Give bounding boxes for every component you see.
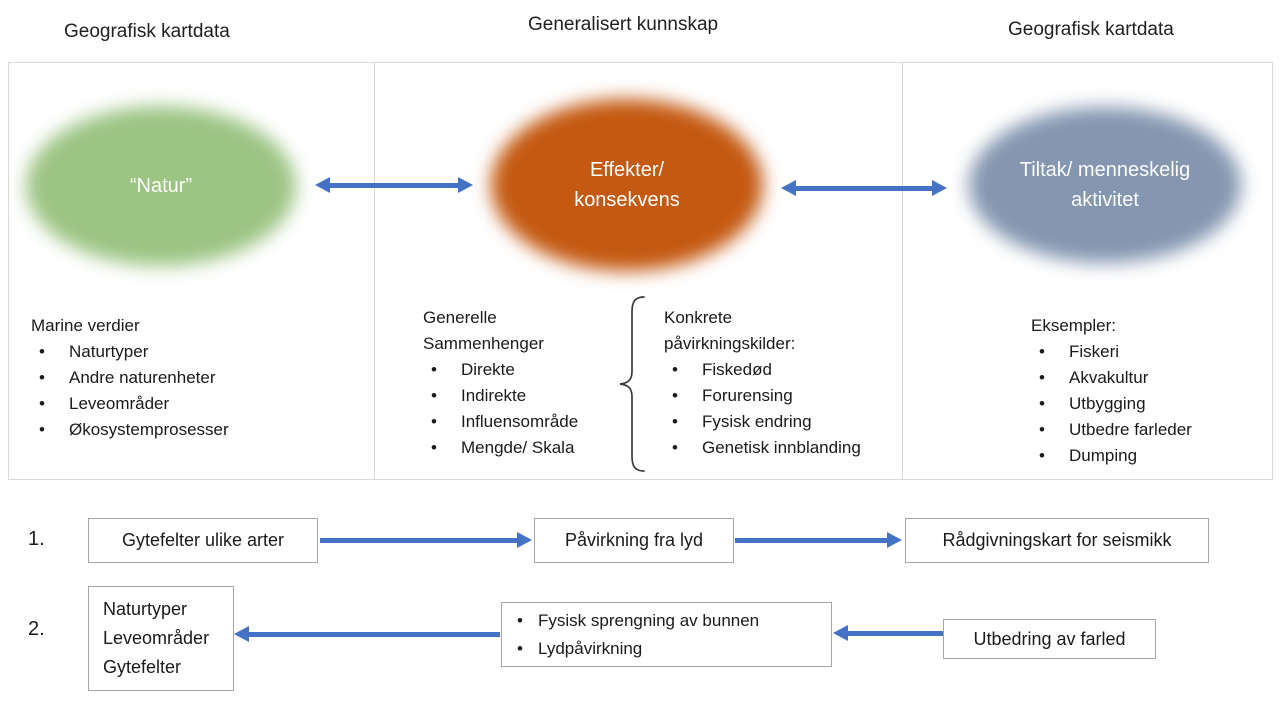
arrowhead-left-icon — [833, 625, 848, 641]
list-title-line1: Konkrete — [664, 308, 733, 327]
list-item: Andre naturenheter — [31, 365, 229, 391]
arrow-shaft — [249, 631, 500, 637]
list-item: Naturtyper — [31, 339, 229, 365]
ellipse-tiltak: Tiltak/ menneskelig aktivitet — [959, 97, 1251, 273]
list-item: Direkte — [423, 357, 578, 383]
arrowhead-left-icon — [234, 626, 249, 642]
list-title: Marine verdier — [31, 316, 140, 335]
list-item: Akvakultur — [1031, 365, 1192, 391]
row-1-box-source: Gytefelter ulike arter — [88, 518, 318, 563]
list-item: Utbedre farleder — [1031, 417, 1192, 443]
list-item: Fiskeri — [1031, 339, 1192, 365]
arrowhead-left-icon — [781, 180, 796, 196]
list-item: Genetisk innblanding — [664, 435, 861, 461]
header-right: Geografisk kartdata — [1008, 19, 1174, 40]
ellipse-effekter-shape — [491, 99, 763, 271]
bullet-list: Fiskedød Forurensing Fysisk endring Gene… — [664, 357, 861, 461]
list-item: Dumping — [1031, 443, 1192, 469]
list-title-line2: påvirkningskilder: — [664, 334, 796, 353]
double-arrow-right-icon — [781, 180, 947, 196]
header-center: Generalisert kunnskap — [528, 14, 719, 35]
list-konkrete-kilder: Konkrete påvirkningskilder: Fiskedød For… — [664, 305, 861, 461]
row-1-arrow-2-icon — [735, 532, 902, 548]
header-left: Geografisk kartdata — [64, 21, 230, 42]
ellipse-tiltak-label: Tiltak/ menneskelig aktivitet — [1019, 159, 1191, 211]
list-item: Influensområde — [423, 409, 578, 435]
row-1-number: 1. — [28, 528, 45, 550]
ellipse-effekter-label: Effekter/ konsekvens — [574, 159, 680, 211]
row-1-box-result: Rådgivningskart for seismikk — [905, 518, 1209, 563]
list-title-line2: Sammenhenger — [423, 334, 544, 353]
list-item: Økosystemprosesser — [31, 417, 229, 443]
row-2-arrow-2-icon — [833, 625, 943, 641]
bullet-list: Fysisk sprengning av bunnen Lydpåvirknin… — [502, 607, 759, 663]
list-title-line1: Generelle — [423, 308, 497, 327]
list-eksempler: Eksempler: Fiskeri Akvakultur Utbygging … — [1031, 313, 1192, 469]
row-2-arrow-1-icon — [234, 626, 500, 642]
arrowhead-right-icon — [458, 177, 473, 193]
list-item: Forurensing — [664, 383, 861, 409]
ellipse-effekter: Effekter/ konsekvens — [481, 89, 773, 281]
list-item: Lydpåvirkning — [502, 635, 759, 663]
ellipse-natur: “Natur” — [16, 96, 306, 276]
list-item: Fysisk endring — [664, 409, 861, 435]
list-item: Fysisk sprengning av bunnen — [502, 607, 759, 635]
arrow-shaft — [330, 182, 458, 188]
column-divider-left — [374, 63, 375, 479]
list-marine-verdier: Marine verdier Naturtyper Andre naturenh… — [31, 313, 229, 443]
list-title: Eksempler: — [1031, 316, 1117, 335]
arrowhead-left-icon — [315, 177, 330, 193]
row-2-box-nature: Naturtyper Leveområder Gytefelter — [88, 586, 234, 691]
list-generelle-sammenhenger: Generelle Sammenhenger Direkte Indirekte… — [423, 305, 578, 461]
double-arrow-left-icon — [315, 177, 473, 193]
row-2-box-effects: Fysisk sprengning av bunnen Lydpåvirknin… — [501, 602, 832, 667]
list-item: Indirekte — [423, 383, 578, 409]
curly-brace-icon — [619, 296, 645, 472]
arrowhead-right-icon — [517, 532, 532, 548]
ellipse-tiltak-shape — [969, 107, 1241, 263]
column-divider-right — [902, 63, 903, 479]
bullet-list: Fiskeri Akvakultur Utbygging Utbedre far… — [1031, 339, 1192, 469]
ellipse-natur-label: “Natur” — [129, 175, 193, 197]
list-item: Mengde/ Skala — [423, 435, 578, 461]
row-2-number: 2. — [28, 618, 45, 640]
content-panel: “Natur” Effekter/ konsekvens Tiltak/ men… — [8, 62, 1273, 480]
row-2-box-activity: Utbedring av farled — [943, 619, 1156, 659]
arrow-shaft — [796, 185, 932, 191]
arrowhead-right-icon — [887, 532, 902, 548]
arrowhead-right-icon — [932, 180, 947, 196]
row-1-arrow-1-icon — [320, 532, 532, 548]
arrow-shaft — [848, 630, 943, 636]
row-1-box-effect: Påvirkning fra lyd — [534, 518, 734, 563]
arrow-shaft — [320, 537, 517, 543]
list-item: Fiskedød — [664, 357, 861, 383]
list-item: Utbygging — [1031, 391, 1192, 417]
bullet-list: Direkte Indirekte Influensområde Mengde/… — [423, 357, 578, 461]
arrow-shaft — [735, 537, 887, 543]
bullet-list: Naturtyper Andre naturenheter Leveområde… — [31, 339, 229, 443]
list-item: Leveområder — [31, 391, 229, 417]
ellipse-natur-shape — [26, 106, 296, 266]
